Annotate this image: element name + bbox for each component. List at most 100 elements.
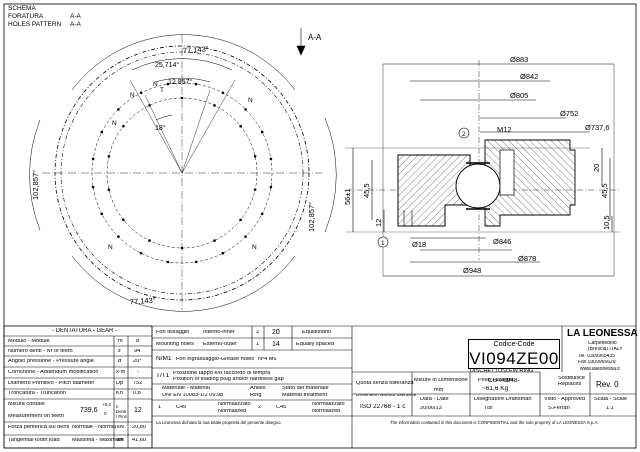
- plan-mark-n2: N: [130, 92, 135, 99]
- chord-tol-down: 0: [104, 412, 107, 416]
- plan-mark-t: T: [160, 87, 164, 94]
- mat1-ref: 1: [158, 405, 162, 410]
- dim-h20: 20: [592, 164, 601, 172]
- mat-kind2: Ring: [250, 393, 262, 398]
- fix-r2-note: Equally spaced: [296, 342, 334, 347]
- surf-label1: Sostituisce: [558, 376, 586, 381]
- chord-label: Misura cordale: [8, 402, 45, 407]
- mat-label2: UNI EN 10083-1/2 09.98: [162, 393, 224, 398]
- dim-h10: 10,5: [602, 215, 611, 230]
- dim-d948: Ø948: [463, 266, 481, 275]
- bolt-hole: [269, 157, 273, 161]
- revision: Rev. 0: [596, 381, 619, 389]
- scale-value: 1:1: [606, 406, 614, 411]
- fix-r1-kind: Interno-inner: [203, 330, 235, 335]
- q-value: ISO 22768 - 1 c: [360, 404, 406, 410]
- dim-d878: Ø878: [518, 254, 536, 263]
- bolt-hole: [239, 124, 242, 128]
- fax: Fax 0309965629: [578, 360, 616, 365]
- gear-row-sym: x·m: [116, 370, 126, 375]
- drafter-label: Disegnatore Draftsman: [474, 397, 532, 402]
- state-label1: Stato del materiale: [282, 386, 329, 391]
- gear-row-val: 752: [133, 381, 143, 386]
- plan-angle-a: 25,714°: [155, 61, 179, 69]
- bolt-hole: [117, 235, 120, 238]
- gear-row-label: Correzione - Addendum modification: [8, 370, 99, 375]
- unit-label: Misure in Dimensione: [414, 378, 468, 383]
- plan-mark-n5: N: [252, 244, 257, 251]
- table-grid: [3, 325, 636, 449]
- fix-r1-note: Equidistanti: [302, 330, 331, 335]
- dim-d737: Ø737,6: [585, 123, 610, 132]
- bolt-hole: [122, 124, 125, 128]
- bolt-hole: [213, 239, 216, 242]
- state-label2: Material treatment: [282, 393, 328, 398]
- gear-row-val: 0,8: [133, 391, 141, 396]
- bolt-hole: [244, 235, 247, 238]
- section-view: [296, 28, 620, 277]
- mat-label1: Materiale - Material: [162, 386, 210, 391]
- ref-mark-2: 2: [462, 131, 466, 138]
- surf-label2: Replaces: [558, 382, 582, 387]
- date-value: 20/06/13: [420, 406, 442, 411]
- chord-sym: n Denti / Pins: [116, 404, 127, 419]
- dim-d883: Ø883: [510, 55, 528, 64]
- bolt-hole: [148, 239, 151, 242]
- dim-d805: Ø805: [510, 91, 528, 100]
- gear-row-val: 20°: [133, 359, 142, 364]
- q-label2: Dimension without tolerance: [356, 394, 417, 398]
- gear-row-label: Numero denti - Nr of teeth: [8, 349, 73, 354]
- force2-unit: kN: [117, 438, 124, 443]
- desc2: SLEW RING: [502, 369, 534, 374]
- city2: (Brescia) ITALY: [588, 347, 623, 352]
- gear-row-label: Diametro Primitivo - Pitch diameter: [8, 381, 95, 386]
- bolt-hole: [221, 91, 225, 95]
- bolt-hole: [213, 104, 216, 107]
- plan-angle-right: 102,857°: [307, 202, 316, 232]
- fix-r3-val: Nº4 M6: [258, 357, 277, 362]
- bolt-hole: [194, 82, 198, 86]
- fix-r1-ref: 2: [256, 330, 260, 335]
- force1-val: 20,80: [132, 425, 146, 430]
- bolt-hole: [239, 218, 242, 222]
- dim-h45: 45,5: [362, 183, 371, 198]
- bolt-hole: [244, 108, 247, 111]
- fix-r2-label: Mounting holes: [156, 342, 194, 347]
- bolt-hole: [91, 185, 95, 189]
- bolt-hole: [100, 130, 104, 134]
- bolt-hole: [100, 212, 104, 216]
- code-value: VI094ZE00: [469, 349, 559, 368]
- tel: Tel. 0309965435: [578, 354, 615, 359]
- dim-d18: Ø18: [412, 240, 426, 249]
- dim-d846: Ø846: [493, 237, 511, 246]
- gear-table-title: - DENTATURA - GEAR -: [52, 328, 118, 334]
- fix-r2-ref: 1: [256, 342, 260, 347]
- gear-row-sym: Dp: [116, 381, 124, 386]
- plan-mark-n4: N: [248, 97, 253, 104]
- mat2: C45: [276, 405, 287, 410]
- approved-label: Visto - Approved: [544, 397, 585, 402]
- ref-mark-1: 1: [381, 240, 385, 247]
- web: www.laleonessa.it: [580, 367, 620, 372]
- mat2-state: Normalizzato: [312, 402, 345, 407]
- dim-h56: 56±1: [343, 188, 352, 205]
- bolt-hole: [117, 108, 120, 111]
- scale-label: Scala - Scale: [594, 397, 627, 402]
- desc1: DISCHETTO: [470, 369, 503, 374]
- city1: Carpenedolo: [588, 341, 617, 346]
- fix-r1-label: Fori fissaggio: [156, 330, 190, 335]
- chord-label-en: Measurement on teeth: [8, 414, 64, 419]
- bolt-hole: [260, 212, 264, 216]
- plan-mark-n1: N: [153, 81, 158, 88]
- bolt-hole: [91, 157, 95, 161]
- force2-label: Tangential tooth load: [8, 438, 60, 443]
- dim-h12: 12: [374, 219, 383, 227]
- plan-view: [29, 34, 337, 312]
- desc3: CB-I-0948-: [488, 378, 520, 384]
- mat1: C45: [176, 405, 187, 410]
- plan-angle-top: 77,143°: [183, 44, 210, 55]
- fix-r1-val: 20: [272, 329, 280, 336]
- weight-value: ~61,6 Kg: [482, 386, 509, 392]
- bolt-hole: [166, 82, 170, 86]
